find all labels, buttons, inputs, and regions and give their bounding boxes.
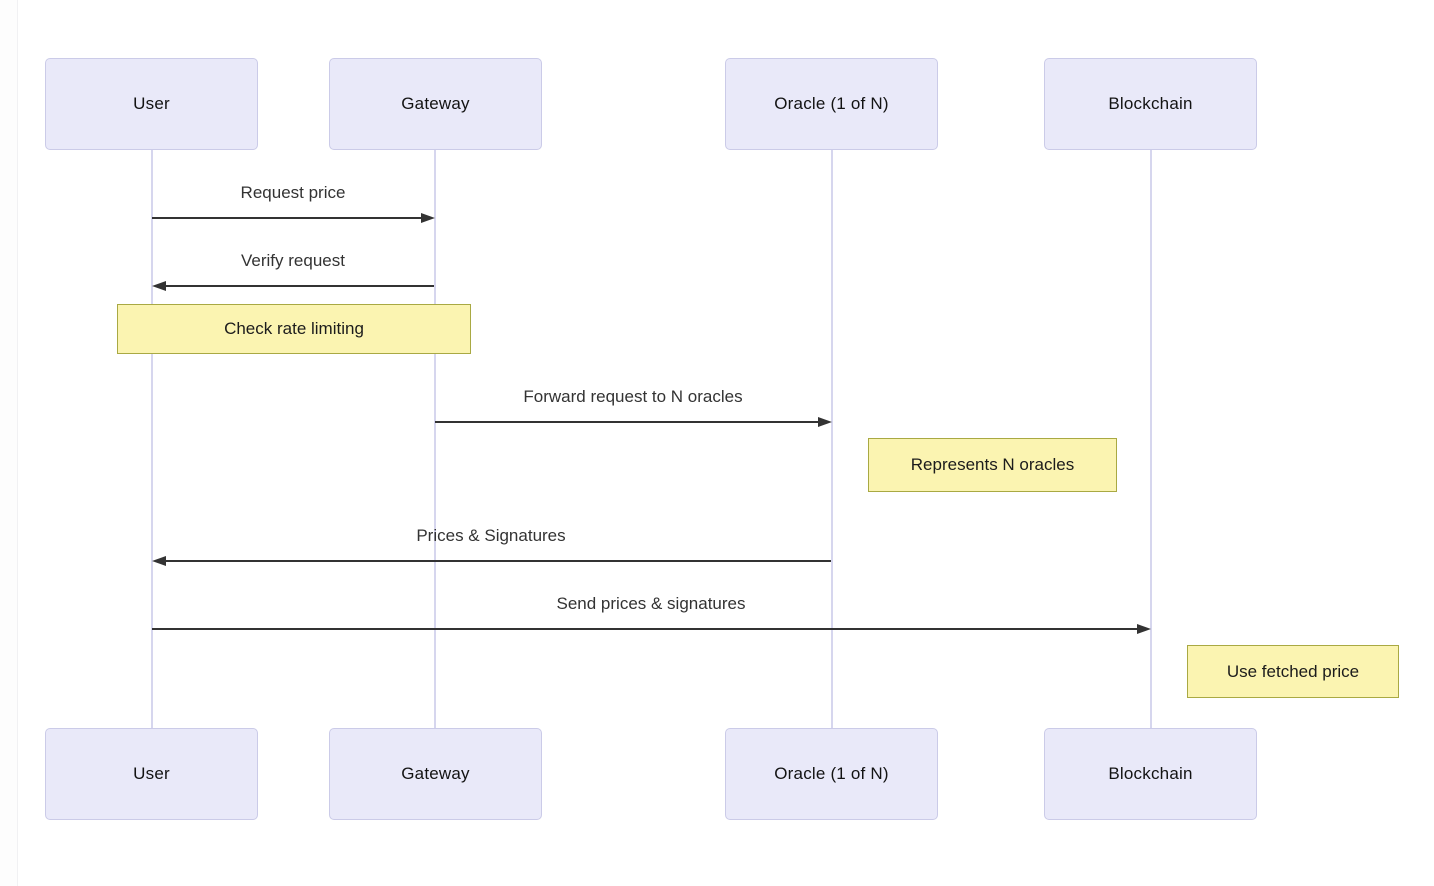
arrowhead-left-icon [152, 556, 166, 566]
actor-bottom-gateway: Gateway [329, 728, 542, 820]
message-line-forward-request [435, 421, 821, 423]
actor-bottom-user: User [45, 728, 258, 820]
actor-bottom-blockchain: Blockchain [1044, 728, 1257, 820]
message-label-verify-request: Verify request [241, 251, 345, 270]
message-line-verify-request [162, 285, 434, 287]
message-line-send-prices [152, 628, 1140, 630]
message-label-prices-signatures: Prices & Signatures [416, 526, 566, 545]
arrowhead-right-icon [1137, 624, 1151, 634]
actor-top-user: User [45, 58, 258, 150]
window-edge [0, 0, 18, 886]
actor-label-blockchain: Blockchain [1108, 764, 1193, 783]
lifeline-user [151, 150, 153, 728]
message-label-send-prices: Send prices & signatures [556, 594, 746, 613]
message-label-forward-request: Forward request to N oracles [523, 387, 743, 406]
actor-label-oracle: Oracle (1 of N) [774, 764, 889, 783]
actor-label-blockchain: Blockchain [1108, 94, 1193, 113]
message-label-request-price: Request price [240, 183, 346, 202]
message-line-request-price [152, 217, 424, 219]
arrowhead-left-icon [152, 281, 166, 291]
note-use-fetched-price: Use fetched price [1187, 645, 1399, 698]
arrowhead-right-icon [818, 417, 832, 427]
actor-label-gateway: Gateway [401, 94, 470, 113]
actor-top-oracle: Oracle (1 of N) [725, 58, 938, 150]
actor-top-blockchain: Blockchain [1044, 58, 1257, 150]
actor-label-oracle: Oracle (1 of N) [774, 94, 889, 113]
actor-label-user: User [133, 764, 170, 783]
actor-top-gateway: Gateway [329, 58, 542, 150]
actor-bottom-oracle: Oracle (1 of N) [725, 728, 938, 820]
lifeline-gateway [434, 150, 436, 728]
actor-label-user: User [133, 94, 170, 113]
note-check-rate-limiting: Check rate limiting [117, 304, 471, 354]
lifeline-blockchain [1150, 150, 1152, 728]
actor-label-gateway: Gateway [401, 764, 470, 783]
note-represents-n-oracles: Represents N oracles [868, 438, 1117, 492]
message-line-prices-signatures [162, 560, 831, 562]
arrowhead-right-icon [421, 213, 435, 223]
lifeline-oracle [831, 150, 833, 728]
